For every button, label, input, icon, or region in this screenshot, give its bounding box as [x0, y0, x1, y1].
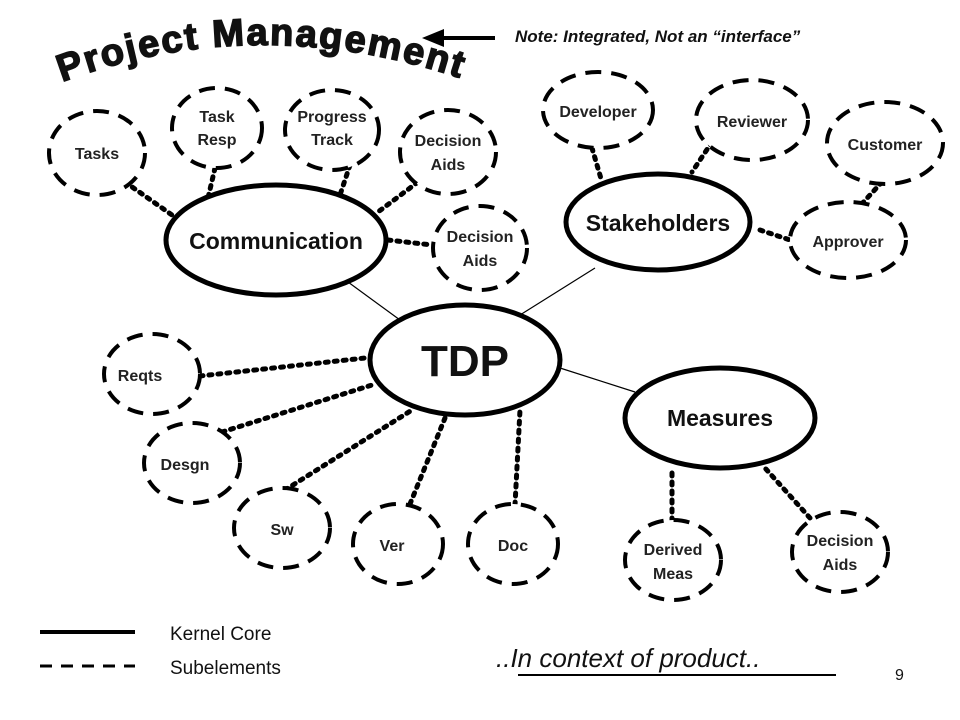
- svg-text:Reviewer: Reviewer: [717, 114, 787, 131]
- core-node-communication: Communication: [163, 182, 389, 298]
- svg-text:Task: Task: [199, 109, 234, 126]
- svg-text:Progress: Progress: [297, 109, 366, 126]
- svg-text:Doc: Doc: [498, 538, 528, 555]
- svg-text:Resp: Resp: [197, 132, 236, 149]
- subelement-connectors: [122, 139, 885, 533]
- sub-node-ver: Ver: [351, 502, 445, 586]
- svg-text:Derived: Derived: [644, 542, 703, 559]
- svg-text:Meas: Meas: [653, 566, 693, 583]
- sub-node-reqts: Reqts: [102, 332, 202, 416]
- svg-text:Desgn: Desgn: [161, 457, 210, 474]
- svg-text:Approver: Approver: [812, 234, 883, 251]
- svg-text:Communication: Communication: [189, 228, 363, 254]
- svg-text:Reqts: Reqts: [118, 368, 163, 385]
- svg-text:Decision: Decision: [447, 229, 514, 246]
- svg-text:Decision: Decision: [415, 133, 482, 150]
- sub-node-customer: Customer: [825, 100, 945, 186]
- sub-node-decision-aids-measures: Decision Aids: [790, 510, 890, 594]
- sub-node-derived-meas: Derived Meas: [623, 518, 723, 602]
- sub-node-decision-aids-lower: Decision Aids: [431, 204, 529, 292]
- sub-node-doc: Doc: [466, 502, 560, 586]
- core-node-stakeholders: Stakeholders: [563, 171, 753, 273]
- svg-text:Sw: Sw: [270, 522, 294, 539]
- svg-text:Decision: Decision: [807, 533, 874, 550]
- svg-text:Aids: Aids: [463, 253, 498, 270]
- legend-kernel-core-label: Kernel Core: [170, 624, 271, 645]
- context-text: ..In context of product..: [496, 643, 760, 673]
- sub-node-sw: Sw: [232, 486, 332, 570]
- svg-text:Aids: Aids: [431, 157, 466, 174]
- sub-node-approver: Approver: [788, 200, 908, 280]
- legend: Kernel Core Subelements: [40, 624, 281, 679]
- note-text: Note: Integrated, Not an “interface”: [515, 27, 801, 46]
- note-arrow: [422, 29, 495, 47]
- sub-node-progress-track: Progress Track: [283, 88, 381, 172]
- sub-node-desgn: Desgn: [142, 421, 242, 505]
- link-tdp-communication: [347, 281, 401, 321]
- legend-subelements-label: Subelements: [170, 658, 281, 679]
- core-node-measures: Measures: [622, 365, 818, 471]
- sub-node-tasks: Tasks: [47, 109, 147, 197]
- sub-node-decision-aids-upper: Decision Aids: [398, 108, 498, 196]
- link-tdp-measures: [559, 367, 636, 393]
- svg-text:Aids: Aids: [823, 557, 858, 574]
- svg-text:Measures: Measures: [667, 405, 773, 431]
- svg-text:Track: Track: [311, 132, 353, 149]
- svg-text:Ver: Ver: [380, 538, 405, 555]
- diagram-title: Project Management: [51, 12, 472, 90]
- svg-text:Stakeholders: Stakeholders: [586, 210, 730, 236]
- sub-node-task-resp: Task Resp: [170, 86, 264, 170]
- core-node-tdp: TDP: [367, 302, 563, 418]
- svg-text:Tasks: Tasks: [75, 146, 119, 163]
- svg-text:Customer: Customer: [848, 137, 923, 154]
- svg-text:TDP: TDP: [421, 337, 509, 386]
- sub-node-reviewer: Reviewer: [694, 78, 810, 162]
- sub-node-developer: Developer: [541, 70, 655, 150]
- page-number: 9: [895, 667, 904, 684]
- link-tdp-stakeholders: [519, 267, 596, 316]
- svg-text:Developer: Developer: [559, 104, 636, 121]
